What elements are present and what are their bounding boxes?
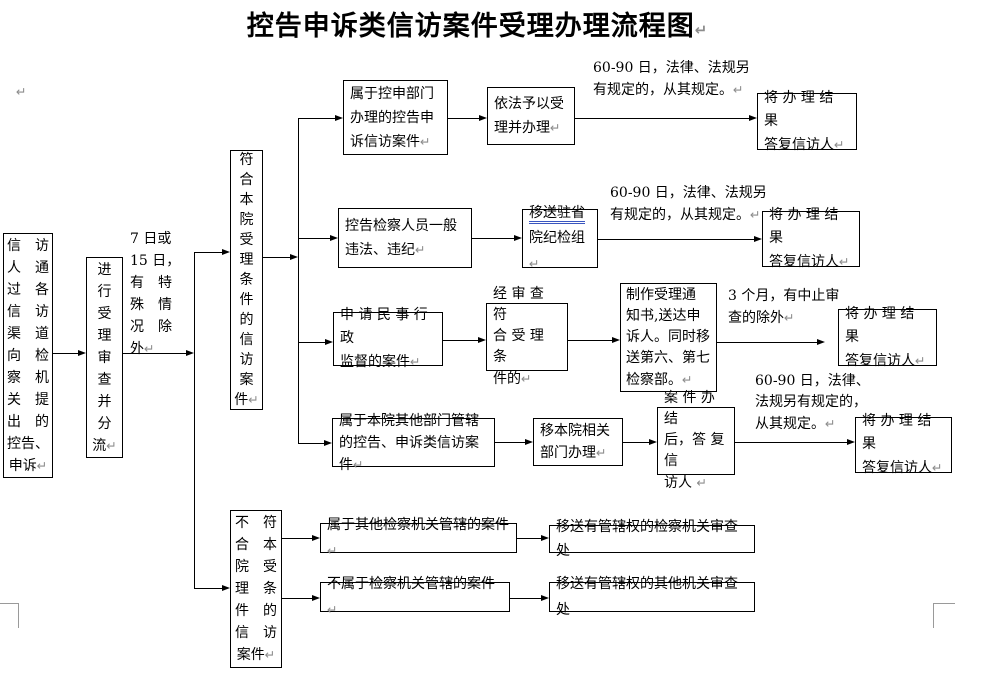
node-review-and-split: 进行受理审查并分流↵ [86, 257, 123, 458]
node-not-procuratorate-jurisdiction: 不属于检察机关管辖的案件↵ [320, 576, 510, 617]
node-reply-result-row3: 将 办 理 结 果答复信访人↵ [838, 306, 937, 369]
transfer-discipline-line2: 院纪检组↵ [529, 229, 585, 271]
arrow-row6-transfer [510, 595, 549, 601]
arrowhead-icon [312, 595, 320, 601]
arrow-branch-row5 [282, 535, 320, 541]
arrow-spine-to-qualified [194, 249, 230, 255]
arrow-spine-to-not-qualified [194, 585, 230, 591]
arrowhead-icon [335, 115, 343, 121]
text-boundary-mark-bottom-left-v [18, 603, 19, 628]
arrowhead-icon [290, 254, 298, 260]
node-reply-result-row1: 将 办 理 结 果答复信访人↵ [757, 90, 857, 153]
arrowhead-icon [612, 337, 620, 343]
arrow-petition-to-review [53, 350, 86, 356]
label-60-90-days-row4: 60-90 日，法律、法规另有规定的，从其规定。↵ [755, 373, 870, 432]
label-60-90-days-row1: 60-90 日，法律、法规另有规定的，从其规定。↵ [593, 60, 750, 98]
node-petition-source: 信 访人 通过 各信 访渠 道向 检察 机关 提出 的控告、申诉↵ [3, 233, 53, 478]
arrowhead-icon [541, 595, 549, 601]
node-accuse-prosecutor-misconduct: 控告检察人员一般违法、违纪↵ [338, 208, 472, 268]
node-other-procuratorate-jurisdiction: 属于其他检察机关管辖的案件↵ [320, 517, 517, 558]
arrowhead-icon [749, 115, 757, 121]
node-transfer-related-dept: 移本院相关部门办理↵ [533, 418, 623, 466]
node-not-qualified-cases: 不 符合 本院 受理 条件 的信 访案件↵ [230, 510, 282, 668]
arrow-row4-to-reply [735, 439, 855, 445]
node-make-acceptance-notice: 制作受理通知书,送达申诉人。同时移送第六、第七检察部。↵ [620, 283, 717, 392]
arrowhead-icon [222, 585, 230, 591]
label-3-months-row3: 3 个月，有中止审查的除外↵ [728, 288, 840, 326]
arrowhead-icon [312, 535, 320, 541]
node-accept-and-handle: 依法予以受理并办理↵ [487, 87, 575, 145]
arrowhead-icon [330, 235, 338, 241]
arrow-row5-transfer [517, 535, 549, 541]
arrowhead-icon [222, 249, 230, 255]
arrow-row2-transfer [472, 235, 522, 241]
text-boundary-mark-bottom-left-h [0, 603, 18, 604]
text-boundary-mark-bottom-right-h [933, 603, 955, 604]
node-transfer-to-competent-procuratorate: 移送有管辖权的检察机关审查处 [549, 519, 755, 559]
node-reply-result-row2: 将 办 理 结 果答复信访人↵ [762, 207, 860, 270]
arrowhead-icon [186, 350, 194, 356]
arrow-branch-row1 [298, 115, 343, 121]
flowchart-title: 控告申诉类信访案件受理办理流程图↵ [246, 11, 709, 42]
node-transfer-discipline-group: 移送驻省 院纪检组↵ [522, 204, 598, 271]
label-60-90-days-row2: 60-90 日，法律、法规另有规定的，从其规定。↵ [610, 185, 767, 223]
arrowhead-icon [324, 440, 332, 446]
arrow-review-to-spine [123, 350, 194, 356]
node-reply-result-row4: 将 办 理 结 果答复信访人↵ [855, 413, 952, 476]
arrowhead-icon [541, 535, 549, 541]
connector-spine-qualified [298, 118, 299, 443]
text-boundary-mark-bottom-right-v [933, 603, 934, 628]
arrow-row1-to-reply [575, 115, 757, 121]
node-qualified-cases: 符合本院受理条件的信访案件↵ [230, 150, 263, 410]
arrow-row3-examine [443, 337, 486, 343]
arrow-row4-closed [623, 439, 657, 445]
arrow-branch-row4 [298, 440, 332, 446]
arrowhead-icon [514, 235, 522, 241]
arrow-row3-notice [568, 337, 620, 343]
node-complaint-dept-cases: 属于控申部门办理的控告申诉信访案件↵ [343, 80, 448, 155]
blue-double-underlined-text: 移送驻省 [529, 204, 585, 224]
arrow-branch-row3 [298, 339, 333, 345]
arrowhead-icon [847, 439, 855, 445]
arrowhead-icon [479, 115, 487, 121]
arrow-row2-to-reply [598, 236, 762, 242]
node-transfer-to-competent-other-organ: 移送有管辖权的其他机关审查处 [549, 576, 755, 618]
arrow-branch-row2 [298, 235, 338, 241]
arrow-qualified-to-spine2 [263, 254, 298, 260]
arrowhead-icon [478, 337, 486, 343]
arrowhead-icon [78, 350, 86, 356]
node-examined-qualified: 经 审 查 符合 受 理 条件的↵ [486, 286, 568, 387]
transfer-discipline-line1: 移送驻省 [529, 201, 591, 226]
margin-paragraph-mark: ↵ [16, 84, 27, 99]
connector-spine-main [194, 252, 195, 588]
arrowhead-icon [754, 236, 762, 242]
arrow-branch-row6 [282, 595, 320, 601]
node-civil-admin-supervision: 申 请 民 事 行 政监督的案件↵ [333, 307, 443, 370]
node-other-dept-jurisdiction-cases: 属于本院其他部门管辖的控告、申诉类信访案件↵ [332, 413, 495, 473]
arrowhead-icon [525, 439, 533, 445]
arrow-row3-to-reply [717, 339, 825, 345]
node-case-closed-reply: 案 件 办 结后，答 复 信访人 ↵ [657, 390, 735, 491]
arrowhead-icon [817, 339, 825, 345]
arrow-row1-accept [448, 115, 487, 121]
arrowhead-icon [649, 439, 657, 445]
arrow-row4-transfer [495, 439, 533, 445]
arrowhead-icon [325, 339, 333, 345]
